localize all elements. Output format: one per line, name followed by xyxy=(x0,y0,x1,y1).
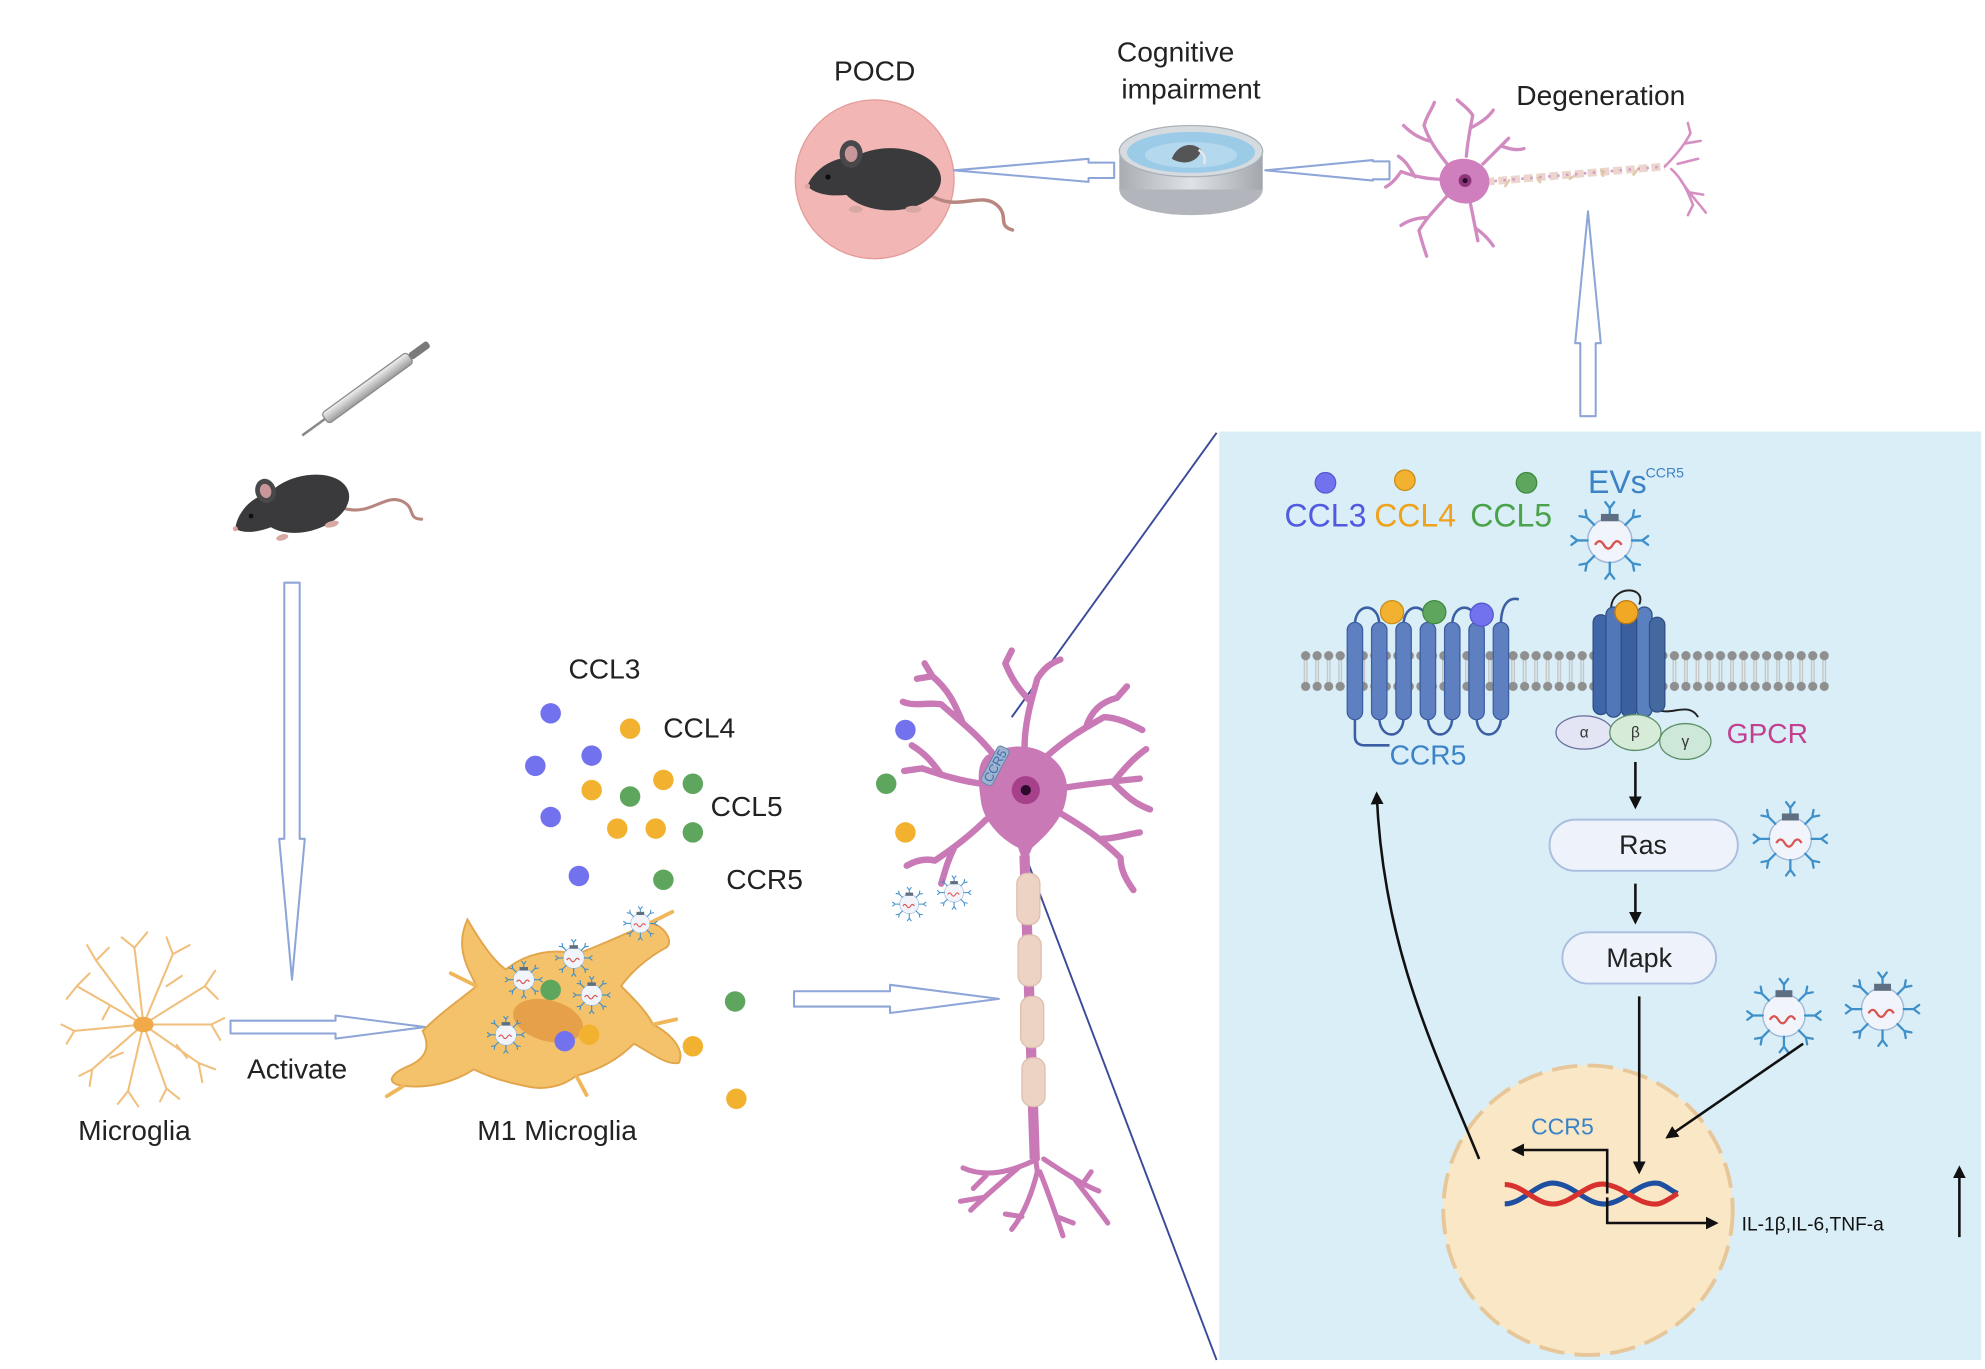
ccl4-dot xyxy=(607,818,628,839)
nucleolus xyxy=(1020,785,1031,796)
ccl5-dot xyxy=(682,822,704,843)
extracellular-vesicle-icon xyxy=(892,886,927,922)
activate-label: Activate xyxy=(247,1052,347,1084)
pocd-label: POCD xyxy=(834,55,915,87)
ccl4-dot xyxy=(578,1024,600,1045)
ccl5-dot xyxy=(653,869,674,891)
ccl3-label: CCL3 xyxy=(568,653,640,685)
ccl3-dot xyxy=(581,745,602,766)
g-gamma-label: γ xyxy=(1681,734,1689,751)
neuron-icon: CCR5 xyxy=(899,647,1154,1239)
myelin-sheath xyxy=(1017,934,1042,987)
ccl5-dot xyxy=(1422,599,1447,625)
dendrites xyxy=(899,647,1154,894)
signaling-panel: CCL3 CCL4 CCL5 EVs CCR5 CCR5 xyxy=(1219,431,1982,1361)
ccl3-dot xyxy=(525,755,546,777)
ccl3-dot xyxy=(1469,602,1494,627)
arrow-to-neuron xyxy=(792,983,1000,1015)
mouse-icon xyxy=(220,440,424,569)
ccl4-dot xyxy=(645,818,666,839)
ccl4-dot xyxy=(619,718,641,739)
m1-microglia-icon xyxy=(384,909,682,1099)
gpcr-receptor xyxy=(1592,589,1699,718)
arrow-feedback-to-ccr5 xyxy=(1370,791,1481,1160)
panel-ccl3-label: CCL3 xyxy=(1285,497,1367,533)
g-gamma-subunit xyxy=(1659,722,1712,761)
m1-microglia-label: M1 Microglia xyxy=(477,1114,637,1146)
degeneration-group: Degeneration xyxy=(1383,79,1708,258)
ccr5-receptor-label: CCR5 xyxy=(1390,739,1467,771)
arrow-ccr5-transcription xyxy=(1511,1143,1609,1194)
syringe-icon xyxy=(301,341,430,437)
ccl4-dot xyxy=(682,1036,704,1057)
ccl4-label: CCL4 xyxy=(663,712,735,744)
mapk-label: Mapk xyxy=(1606,943,1672,973)
ccl3-dot xyxy=(1314,471,1337,494)
resting-microglia-icon xyxy=(60,931,226,1108)
zoom-line-lower xyxy=(1010,819,1218,1361)
cell-membrane xyxy=(1299,650,1829,692)
ccl5-dot xyxy=(1515,471,1538,494)
ccr5-label: CCR5 xyxy=(726,863,803,895)
g-beta-label: β xyxy=(1631,725,1640,742)
myelin-sheath xyxy=(1016,872,1041,926)
ccl4-dot xyxy=(581,779,602,801)
activate-arrow xyxy=(229,1014,427,1040)
gpcr-label: GPCR xyxy=(1727,717,1808,749)
cognitive-impairment-group: Cognitive impairment xyxy=(1117,35,1264,216)
ccl3-dot xyxy=(568,865,590,887)
ccl4-dot xyxy=(653,769,674,791)
ccl5-dot xyxy=(724,991,746,1012)
cytokines-label: IL-1β,IL-6,TNF-a xyxy=(1742,1215,1885,1236)
degenerating-neuron-icon xyxy=(1383,98,1708,258)
arrow-to-microglia xyxy=(278,581,306,981)
ccr5-receptor xyxy=(1346,597,1520,747)
degeneration-label: Degeneration xyxy=(1516,79,1685,111)
arrow-ev-to-nucleus xyxy=(1665,1042,1804,1139)
ccl3-dot xyxy=(540,806,561,828)
nucleus-ccr5-label: CCR5 xyxy=(1531,1114,1594,1140)
ccl5-dot xyxy=(540,979,561,1001)
arrow-to-cognitive xyxy=(1264,159,1391,182)
arrow-to-degeneration xyxy=(1574,210,1602,418)
panel-ccl4-label: CCL4 xyxy=(1374,497,1456,533)
g-beta-subunit xyxy=(1609,713,1662,752)
water-maze-icon xyxy=(1118,124,1264,216)
myelin-sheath xyxy=(1020,995,1045,1049)
myelin-sheath xyxy=(1021,1057,1046,1108)
microglia-label: Microglia xyxy=(78,1114,191,1146)
ras-label: Ras xyxy=(1619,830,1667,860)
arrow-to-pocd xyxy=(953,157,1116,183)
panel-ccl5-label: CCL5 xyxy=(1470,497,1552,533)
g-alpha-label: α xyxy=(1580,725,1589,742)
evs-superscript: CCR5 xyxy=(1646,465,1685,481)
chemokine-cloud xyxy=(525,703,747,1110)
pocd-group: POCD xyxy=(794,55,1015,260)
ccl5-label: CCL5 xyxy=(711,790,783,822)
gpcr-ligand xyxy=(1614,599,1639,625)
mapk-box xyxy=(1561,931,1718,985)
evs-label: EVs xyxy=(1588,464,1647,500)
ccl3-dot xyxy=(895,719,916,741)
ccl4-dot xyxy=(1379,599,1405,625)
ccl3-dot xyxy=(554,1030,576,1052)
ccl4-dot xyxy=(895,822,916,843)
g-protein: α β γ xyxy=(1555,713,1712,761)
ccl5-dot xyxy=(682,773,704,794)
ccl3-dot xyxy=(540,703,561,724)
axon-terminal xyxy=(957,1150,1111,1239)
neuron-soma xyxy=(978,746,1068,866)
ccl4-dot xyxy=(726,1088,747,1110)
ccl4-dot xyxy=(1393,469,1416,492)
arrow-cytokine-transcription xyxy=(1605,1197,1719,1230)
ccl5-dot xyxy=(619,786,641,807)
cognitive-label-line1: Cognitive xyxy=(1117,35,1234,67)
cognitive-label-line2: impairment xyxy=(1121,73,1260,105)
ccl5-dot xyxy=(875,773,897,794)
ras-box xyxy=(1548,818,1739,872)
cell-nucleus xyxy=(1441,1063,1735,1357)
